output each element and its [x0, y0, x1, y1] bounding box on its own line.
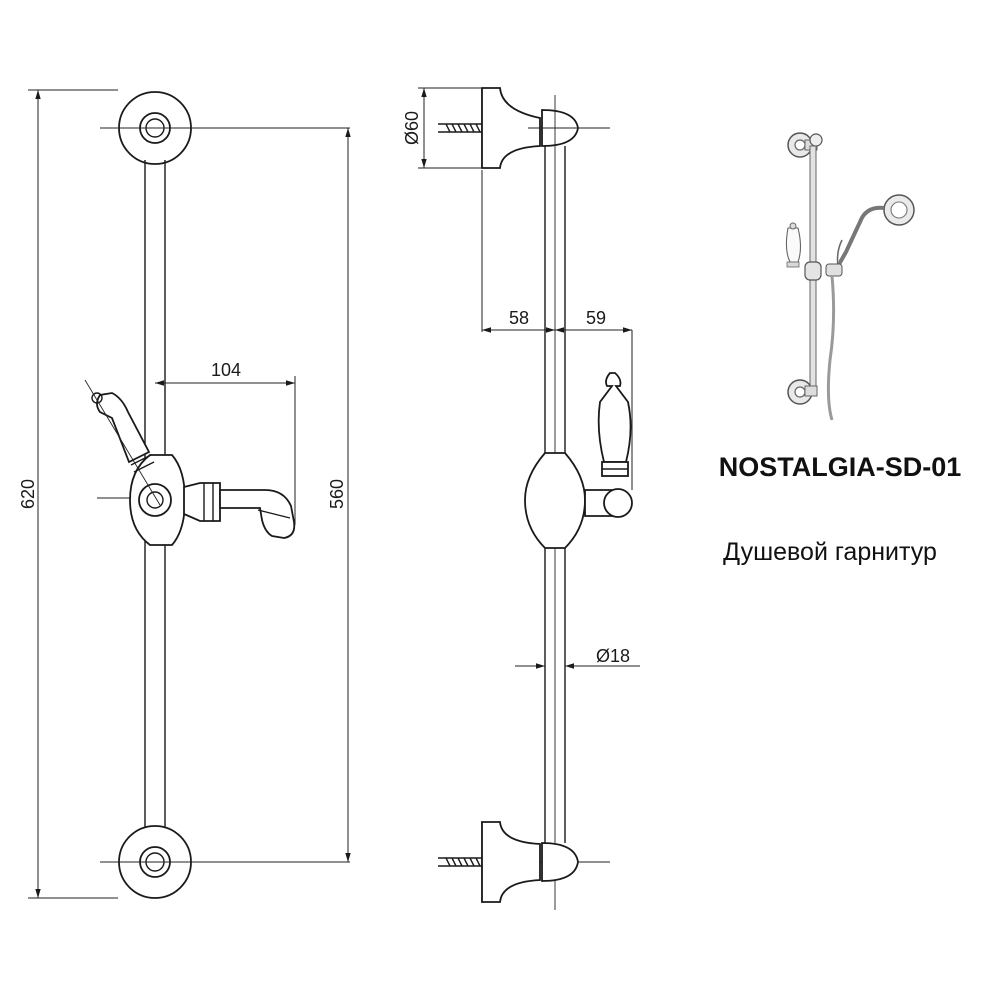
- ceramic-lever-side: [584, 372, 633, 518]
- ceramic-lever-front: [84, 379, 161, 506]
- product-code: NOSTALGIA-SD-01: [718, 452, 962, 482]
- product-photo: [785, 132, 915, 421]
- side-view: Ø60 58 59 Ø18: [402, 87, 640, 910]
- dim-58-label: 58: [509, 308, 529, 328]
- slider-body-side: [524, 452, 586, 549]
- dim-560: 560: [327, 128, 351, 862]
- dim-560-label: 560: [327, 479, 347, 509]
- dim-d60-label: Ø60: [402, 111, 422, 145]
- dim-d60: Ø60: [402, 87, 482, 169]
- front-view: 620 560 104: [18, 89, 351, 899]
- dim-620-label: 620: [18, 479, 38, 509]
- product-description: Душевой гарнитур: [723, 538, 937, 566]
- bottom-mount-side: [438, 821, 579, 903]
- dim-104-label: 104: [211, 360, 241, 380]
- dim-58-59: 58 59: [481, 170, 633, 490]
- holder-front: [183, 482, 296, 539]
- dim-d18-label: Ø18: [596, 646, 630, 666]
- bottom-screw: [438, 857, 482, 867]
- top-screw: [438, 123, 482, 133]
- dim-104: 104: [155, 360, 296, 525]
- dim-d18: Ø18: [515, 646, 640, 669]
- dim-59-label: 59: [586, 308, 606, 328]
- dim-620: 620: [18, 89, 118, 899]
